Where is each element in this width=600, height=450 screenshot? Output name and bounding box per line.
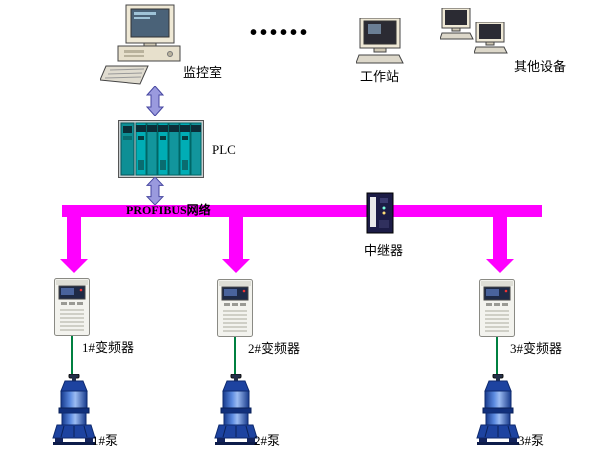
pump-1-label: 1#泵: [92, 433, 119, 448]
inverter-2-label: 2#变频器: [248, 341, 301, 356]
pump-1-icon: [52, 374, 96, 446]
inverter-2-icon: [217, 279, 253, 337]
other-device-icon-2: [474, 22, 508, 62]
link-line-inverter2-pump2: [234, 337, 236, 378]
desktop-computer-icon: [100, 4, 190, 86]
inverter-1-label: 1#变频器: [82, 340, 135, 355]
updown-arrow-computer-plc-icon: [146, 86, 164, 116]
profibus-bus-bar: [62, 205, 542, 217]
repeater-icon: [364, 192, 396, 234]
inverter-3-label: 3#变频器: [510, 341, 563, 356]
profibus-bus-label: PROFIBUS网络: [126, 203, 211, 217]
pump-2-label: 2#泵: [254, 433, 281, 448]
link-line-inverter1-pump1: [71, 336, 73, 378]
workstation-label: 工作站: [360, 69, 400, 84]
inverter-3-icon: [479, 279, 515, 337]
pump-3-label: 3#泵: [518, 433, 545, 448]
bus-drop-arrow-3-icon: [486, 217, 514, 273]
pump-2-icon: [214, 374, 258, 446]
monitoring-room-label: 监控室: [183, 65, 223, 80]
inverter-1-icon: [54, 278, 90, 336]
other-devices-label: 其他设备: [514, 59, 567, 74]
updown-arrow-plc-bus-icon: [146, 177, 164, 205]
link-line-inverter3-pump3: [496, 337, 498, 378]
bus-drop-arrow-1-icon: [60, 217, 88, 273]
plc-label: PLC: [212, 142, 236, 157]
plc-rack-icon: [118, 120, 204, 178]
pump-3-icon: [476, 374, 520, 446]
workstation-computer-icon: [356, 18, 404, 68]
repeater-label: 中继器: [364, 243, 404, 258]
other-device-icon-1: [440, 8, 474, 48]
ellipsis-dots: ••••••: [250, 22, 311, 44]
bus-drop-arrow-2-icon: [222, 217, 250, 273]
